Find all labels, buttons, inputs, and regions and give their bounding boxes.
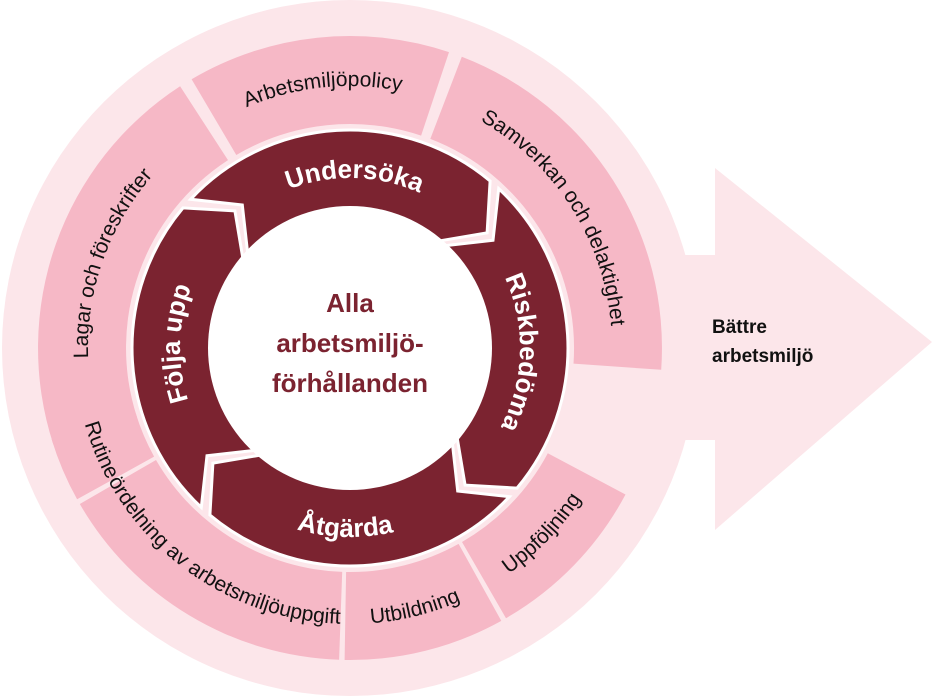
outcome-arrow <box>620 168 932 530</box>
segment-fordelning <box>79 460 343 660</box>
center-circle <box>208 206 492 490</box>
center-line-3: förhållanden <box>272 368 428 398</box>
segment-utbildning <box>344 543 502 661</box>
center-text: Alla arbetsmiljö- förhållanden <box>272 288 428 398</box>
segment-lagar <box>38 86 228 445</box>
outcome-label: Bättre arbetsmiljö <box>712 317 813 367</box>
outcome-line-1: Bättre <box>712 317 767 338</box>
center-line-1: Alla <box>326 288 374 318</box>
center-line-2: arbetsmiljö- <box>276 328 423 358</box>
segment-uppfoljning <box>462 453 626 619</box>
segment-rutiner <box>51 413 155 500</box>
segment-samverkan <box>430 56 662 370</box>
outcome-line-2: arbetsmiljö <box>712 346 813 367</box>
outer-ring <box>38 35 662 661</box>
segment-arbetsmiljopolicy <box>191 35 449 156</box>
